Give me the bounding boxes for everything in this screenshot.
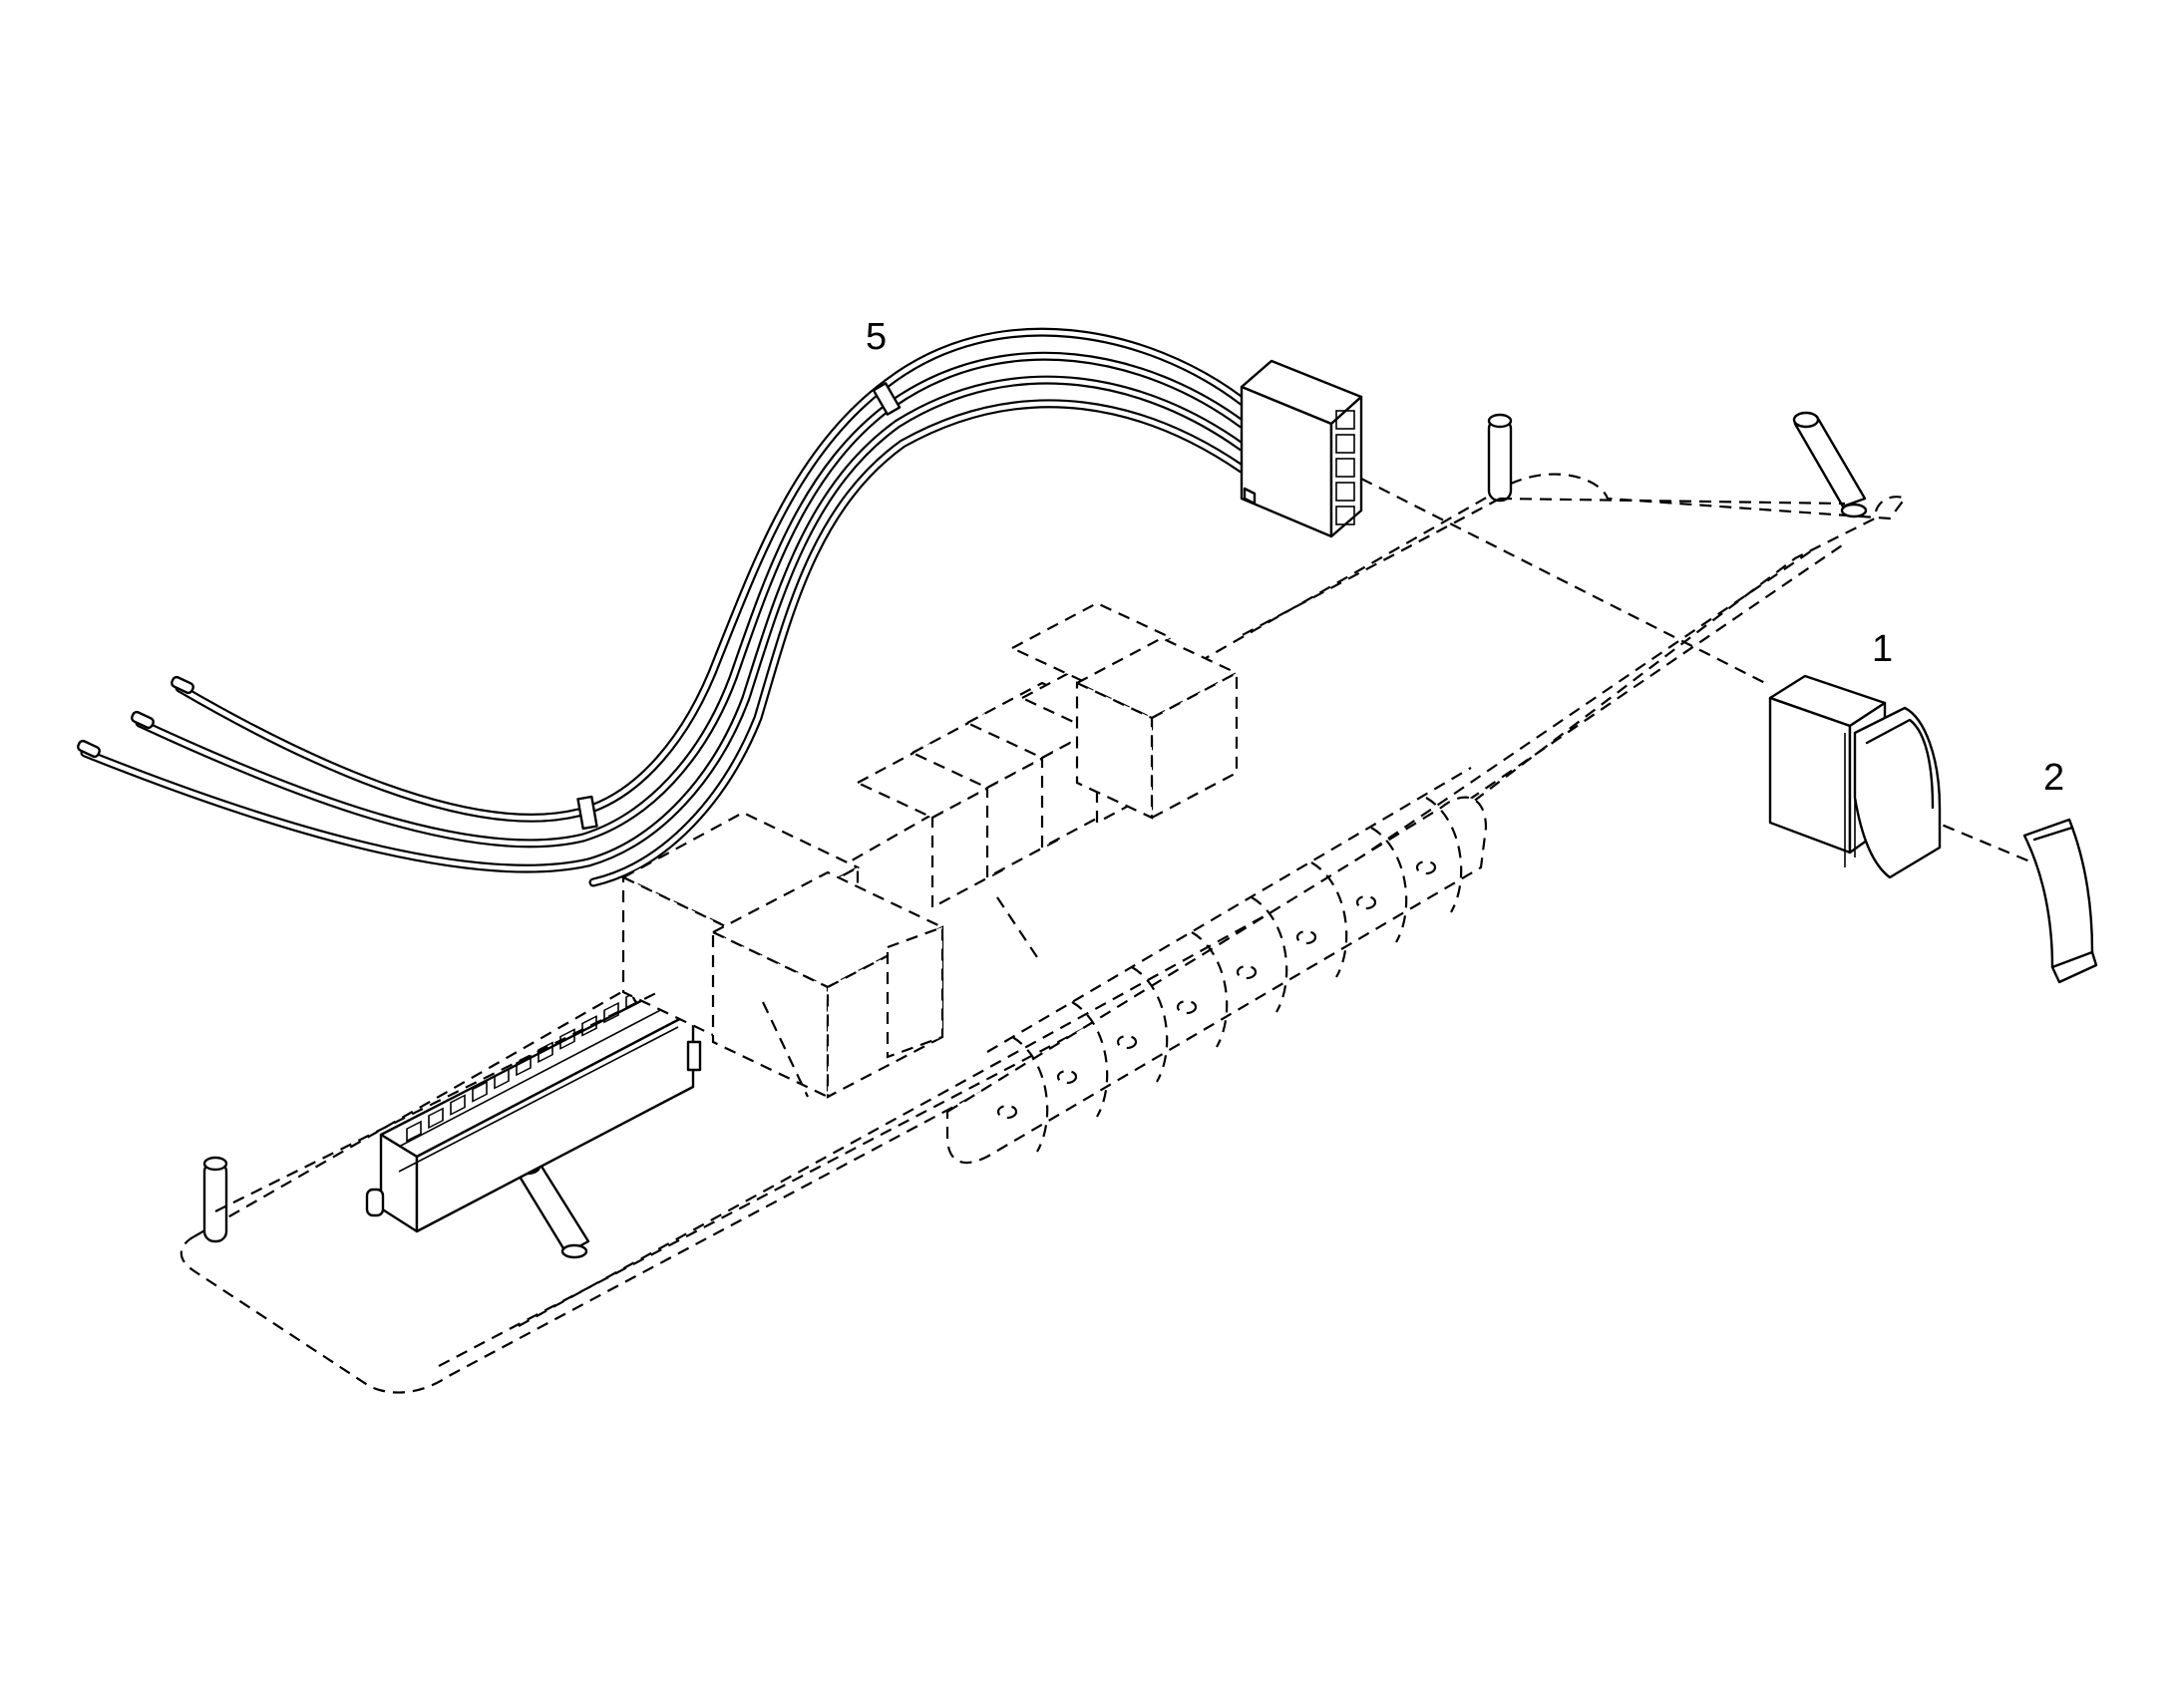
- fuse-block: [365, 988, 702, 1233]
- wire-harness[interactable]: [77, 327, 1363, 887]
- fuse-block-tab: [686, 1040, 702, 1072]
- callout-labels: 5 1 2: [866, 316, 2064, 799]
- wire-ties: [576, 382, 902, 831]
- callout-part-2: 2: [2043, 757, 2064, 799]
- boss-front: [560, 1243, 588, 1259]
- boss-rear: [1840, 503, 1868, 518]
- stud-rear-right: [1487, 413, 1513, 503]
- relay-rear-2: [1074, 636, 1240, 820]
- leader-lines: [214, 478, 2045, 1212]
- callout-part-5: 5: [866, 316, 887, 358]
- stud-angled-rear: [1792, 411, 1867, 509]
- rocker-switch[interactable]: [1768, 674, 1942, 879]
- mounting-panel: [180, 473, 1907, 1394]
- callout-part-1: 1: [1872, 628, 1893, 670]
- wire-pin-ends: [77, 675, 194, 759]
- stud-front-left: [202, 1156, 228, 1243]
- relay-large-front: [710, 870, 945, 1099]
- harness-wires: [80, 327, 1247, 887]
- connector-plug: [1240, 359, 1363, 538]
- fuse-block-pin: [365, 1188, 385, 1217]
- switch-lens[interactable]: [2022, 818, 2098, 984]
- relay-group: [620, 601, 1240, 1099]
- switch-row: [945, 767, 1488, 1165]
